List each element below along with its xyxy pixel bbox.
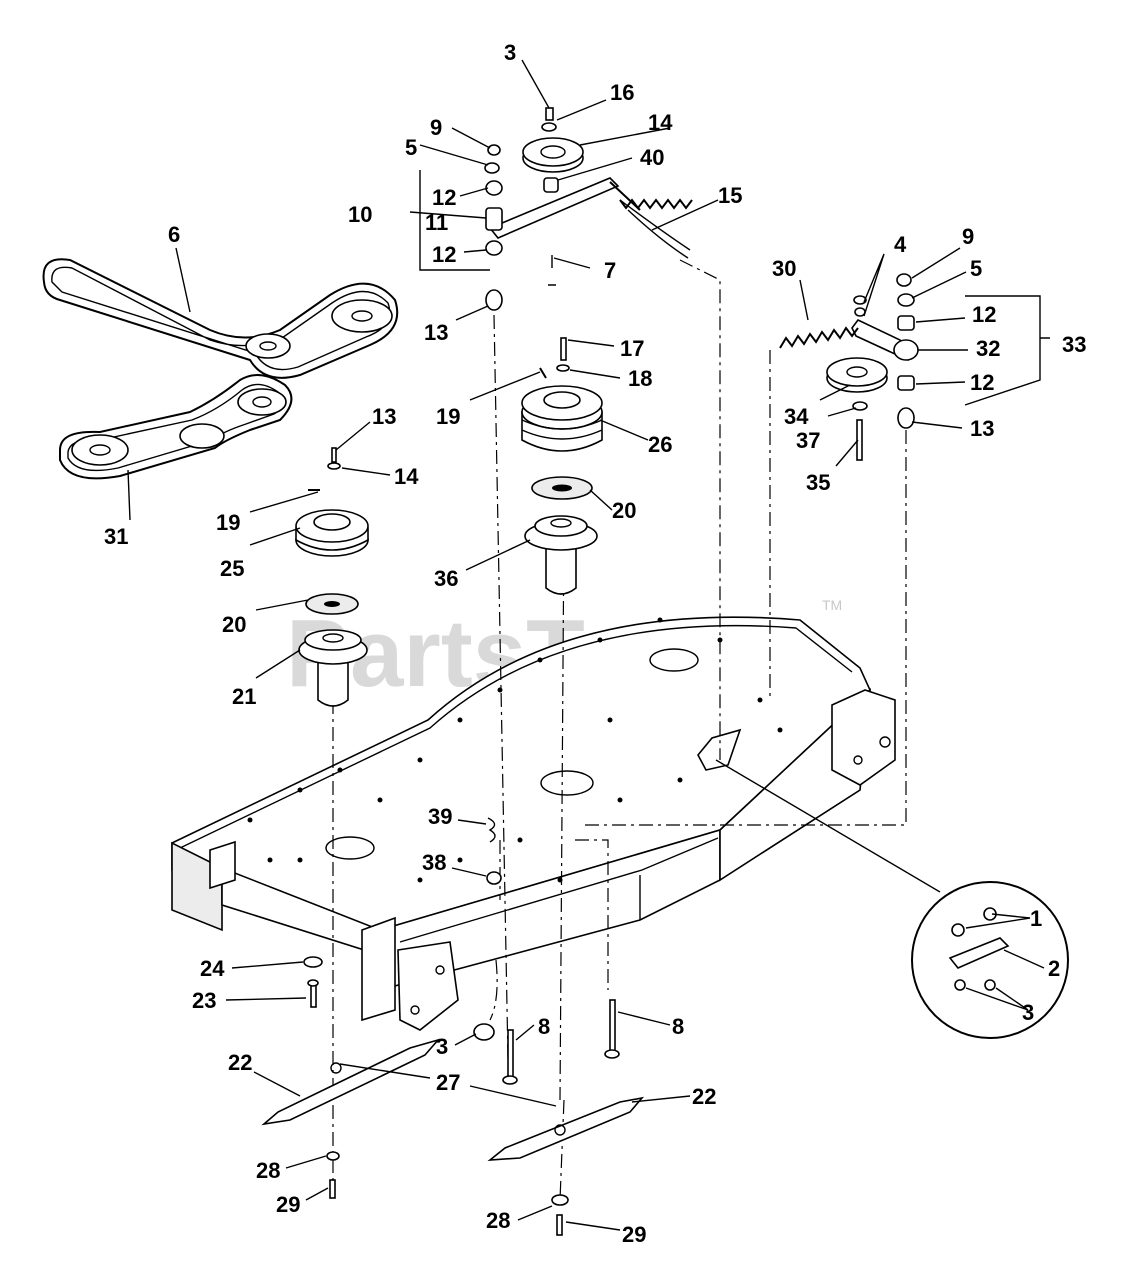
callout-26: 26 [648, 432, 672, 457]
callout-19-center: 19 [436, 404, 460, 429]
center-spindle-assembly [521, 337, 603, 595]
callout-8-center: 8 [538, 1014, 550, 1039]
center-idler-assembly [484, 107, 691, 311]
callout-14-left: 14 [394, 464, 419, 489]
callout-15: 15 [718, 183, 742, 208]
callout-24: 24 [200, 956, 225, 981]
callout-34: 34 [784, 404, 809, 429]
callout-22-left: 22 [228, 1050, 252, 1075]
watermark-trademark: TM [822, 597, 842, 613]
blade-22-left [261, 1038, 441, 1126]
callout-29-center: 29 [622, 1222, 646, 1247]
callout-8-right: 8 [672, 1014, 684, 1039]
callout-9-right: 9 [962, 224, 974, 249]
callout-4: 4 [894, 232, 907, 257]
callout-21: 21 [232, 684, 256, 709]
spring-15 [619, 198, 693, 210]
callout-2: 2 [1048, 956, 1060, 981]
callout-labels: 3 16 14 9 40 5 15 12 10 11 12 7 6 13 17 … [104, 40, 1086, 1247]
callout-40: 40 [640, 145, 664, 170]
callout-1: 1 [1030, 906, 1042, 931]
mower-deck [171, 616, 896, 1031]
callout-30: 30 [772, 256, 796, 281]
callout-13-right: 13 [970, 416, 994, 441]
callout-17: 17 [620, 336, 644, 361]
callout-19-left: 19 [216, 510, 240, 535]
callout-28-left: 28 [256, 1158, 280, 1183]
callout-12-right-upper: 12 [972, 302, 996, 327]
callout-10: 10 [348, 202, 372, 227]
callout-12-upper: 12 [432, 185, 456, 210]
callout-18: 18 [628, 366, 652, 391]
belt-31 [59, 374, 293, 480]
detail-inset [911, 881, 1069, 1039]
callout-11: 11 [425, 210, 448, 235]
callout-16: 16 [610, 80, 634, 105]
callout-13-left: 13 [372, 404, 396, 429]
callout-13-center: 13 [424, 320, 448, 345]
callout-28-center: 28 [486, 1208, 510, 1233]
callout-29-left: 29 [276, 1192, 300, 1217]
callout-20-center: 20 [612, 498, 636, 523]
callout-36: 36 [434, 566, 458, 591]
callout-20-left: 20 [222, 612, 246, 637]
belt-6 [42, 258, 399, 379]
leader-lines [127, 59, 1050, 1231]
callout-39: 39 [428, 804, 452, 829]
callout-22-right: 22 [692, 1084, 716, 1109]
callout-31: 31 [104, 524, 128, 549]
blade-22-right [487, 1096, 645, 1161]
callout-3-top: 3 [504, 40, 516, 65]
callout-14-top: 14 [648, 110, 673, 135]
spring-30 [779, 326, 859, 349]
lower-hardware [303, 817, 620, 1236]
callout-12-right-lower: 12 [970, 370, 994, 395]
callout-5-right: 5 [970, 256, 982, 281]
left-spindle-assembly [295, 447, 369, 707]
callout-35: 35 [806, 470, 830, 495]
right-idler-assembly [826, 273, 919, 461]
callout-3-detail: 3 [1022, 1000, 1034, 1025]
callout-27: 27 [436, 1070, 460, 1095]
callout-12-lower: 12 [432, 242, 456, 267]
callout-38: 38 [422, 850, 446, 875]
callout-37: 37 [796, 428, 820, 453]
callout-6: 6 [168, 222, 180, 247]
callout-5-left: 5 [405, 135, 417, 160]
callout-32: 32 [976, 336, 1000, 361]
callout-23: 23 [192, 988, 216, 1013]
callout-25: 25 [220, 556, 244, 581]
callout-33: 33 [1062, 332, 1086, 357]
callout-9-left: 9 [430, 115, 442, 140]
callout-7: 7 [604, 258, 616, 283]
callout-3-lower: 3 [436, 1034, 448, 1059]
